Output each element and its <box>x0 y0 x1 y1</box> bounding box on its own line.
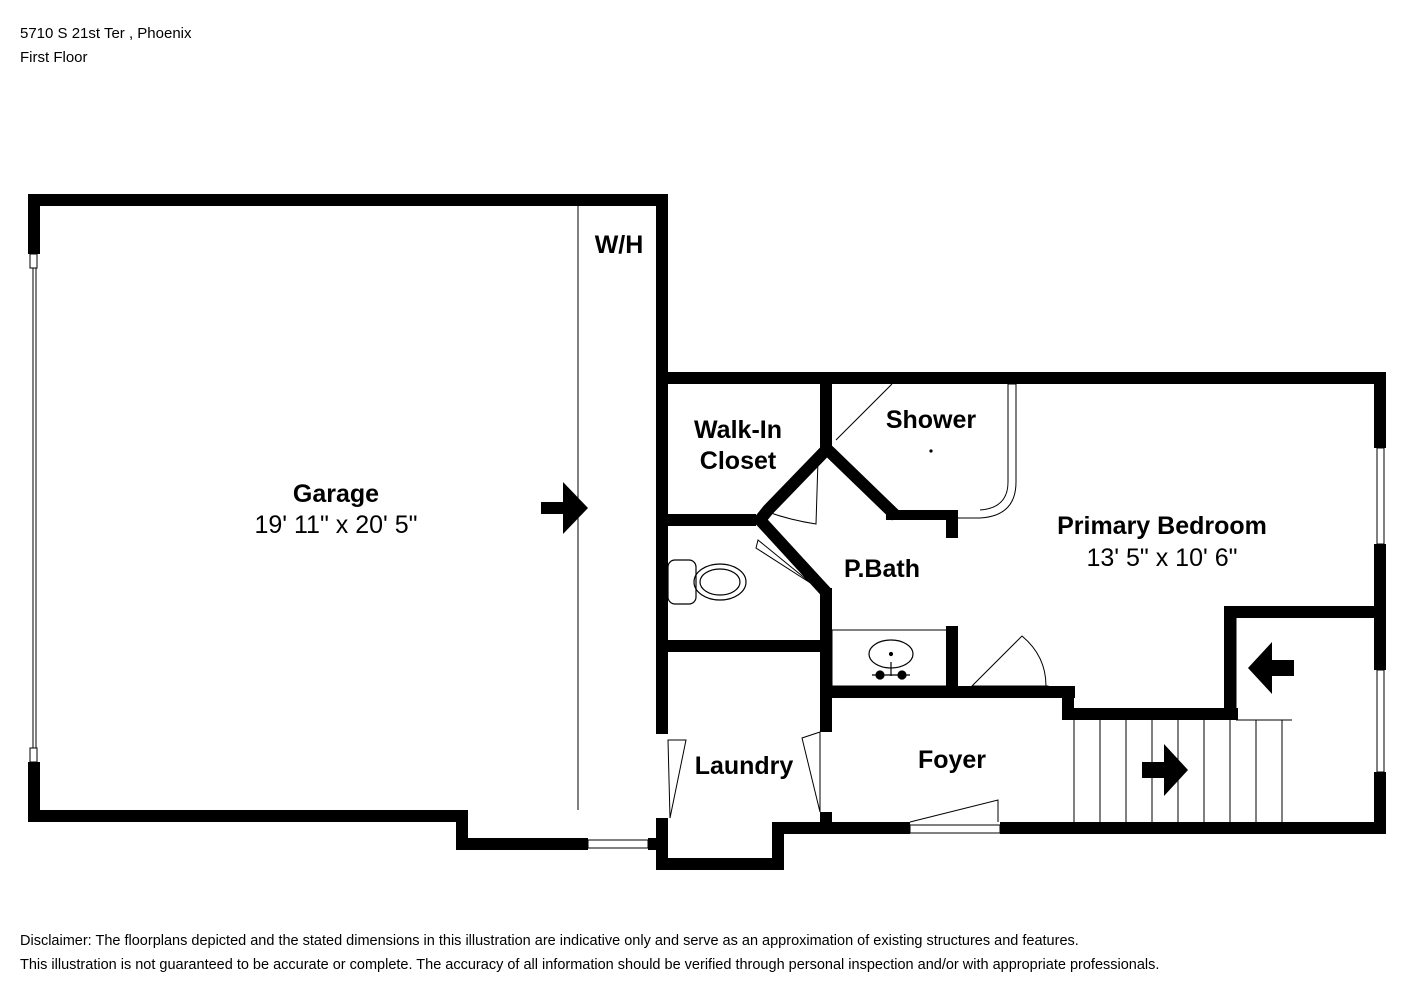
interior-walls <box>656 372 1386 832</box>
primary-bath-name: P.Bath <box>844 555 920 583</box>
garage-door <box>29 253 38 763</box>
garage-dimensions: 19' 11" x 20' 5" <box>254 511 417 539</box>
disclaimer: Disclaimer: The floorplans depicted and … <box>20 929 1159 977</box>
closet-arrow-icon <box>1248 642 1294 694</box>
sink-icon <box>868 639 914 680</box>
walk-in-closet-name-line2: Closet <box>700 447 777 475</box>
plan-header: 5710 S 21st Ter , Phoenix First Floor <box>20 22 192 70</box>
primary-bedroom-dimensions: 13' 5" x 10' 6" <box>1086 544 1237 572</box>
garage-name: Garage <box>293 480 379 508</box>
shower-drain-icon <box>929 449 933 453</box>
water-heater-label: W/H <box>595 231 644 259</box>
angled-walls <box>752 441 901 606</box>
laundry-name: Laundry <box>695 752 794 780</box>
garage-walls <box>28 194 668 870</box>
stairs <box>1073 618 1283 822</box>
disclaimer-line-2: This illustration is not guaranteed to b… <box>20 957 1160 973</box>
house-walls <box>656 372 1386 870</box>
primary-bedroom-name: Primary Bedroom <box>1057 512 1267 540</box>
shower-name: Shower <box>886 406 977 434</box>
toilet-icon <box>667 559 747 605</box>
garage-window <box>587 839 649 849</box>
disclaimer-line-1: Disclaimer: The floorplans depicted and … <box>20 933 1079 949</box>
walk-in-closet-name-line1: Walk-In <box>694 416 782 444</box>
house-windows <box>909 447 1385 834</box>
stairs-arrow-icon <box>1142 744 1188 796</box>
garage-arrow-icon <box>541 482 588 534</box>
foyer-name: Foyer <box>918 746 986 774</box>
floor-label: First Floor <box>20 49 88 66</box>
address-label: 5710 S 21st Ter , Phoenix <box>20 25 192 42</box>
doors <box>667 383 1292 823</box>
